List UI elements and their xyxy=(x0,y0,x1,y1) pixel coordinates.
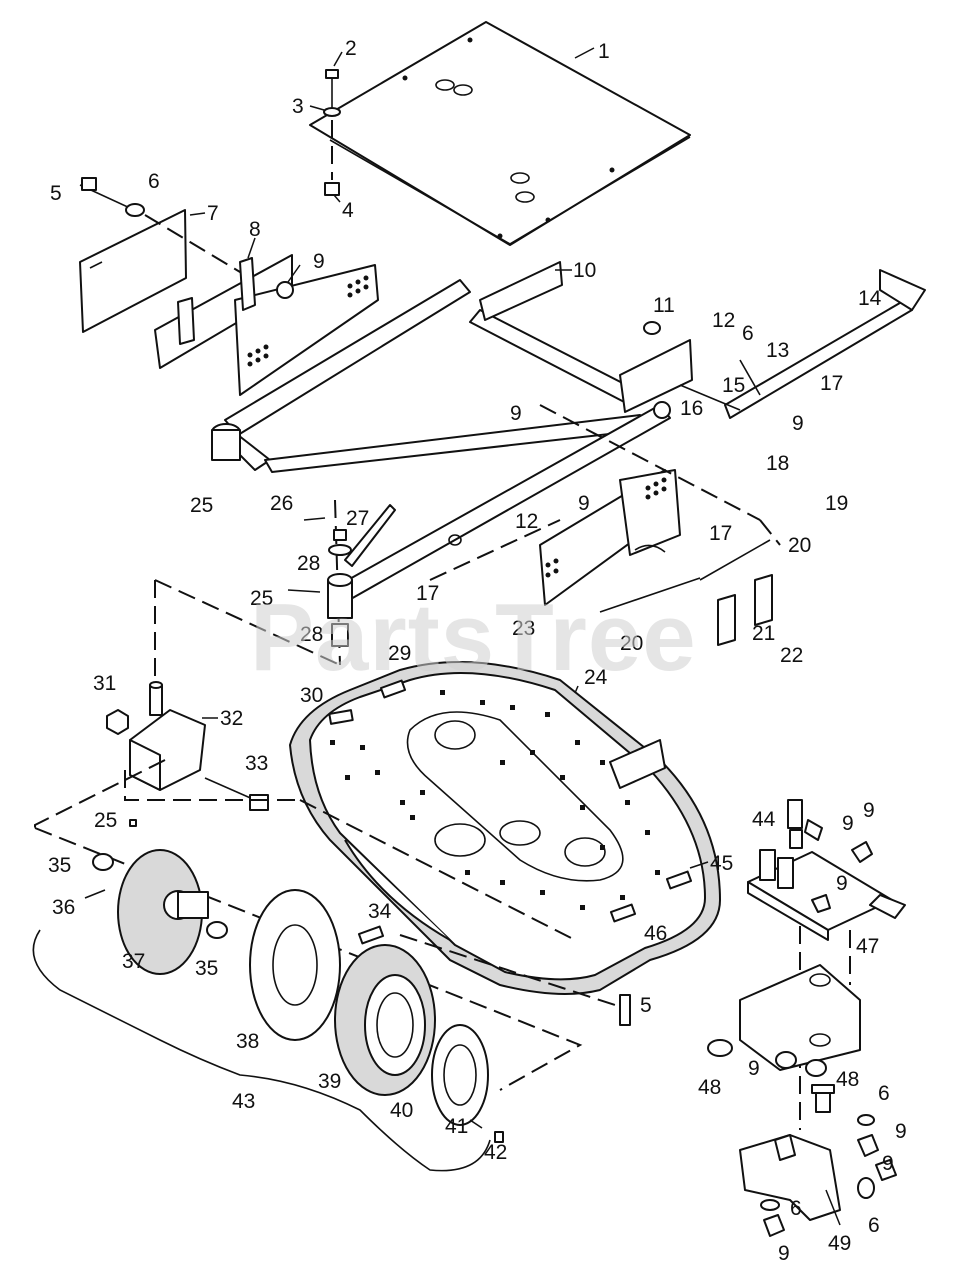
callout-6e: 6 xyxy=(868,1214,880,1237)
callout-23: 23 xyxy=(512,617,535,640)
rear-bracket xyxy=(739,1114,897,1237)
caster-wheel-assembly xyxy=(32,819,504,1172)
callout-9d: 9 xyxy=(578,492,590,515)
callout-47: 47 xyxy=(856,935,879,958)
callout-9b: 9 xyxy=(510,402,522,425)
callout-20: 20 xyxy=(788,534,811,557)
callout-38: 38 xyxy=(236,1030,259,1053)
callout-29: 29 xyxy=(388,642,411,665)
callout-3: 3 xyxy=(292,95,304,118)
callout-28: 28 xyxy=(297,552,320,575)
callout-labels: 1 2 3 4 5 6 7 8 9 10 11 12 6 13 14 15 16… xyxy=(48,37,907,1265)
callout-21: 21 xyxy=(752,622,775,645)
callout-10: 10 xyxy=(573,259,596,282)
mounting-bracket xyxy=(707,964,861,1113)
callout-49: 49 xyxy=(828,1232,851,1255)
front-hitch-bracket xyxy=(747,799,906,941)
deck-bracket xyxy=(154,254,379,396)
bolt-stack xyxy=(323,69,341,196)
callout-44: 44 xyxy=(752,808,776,831)
callout-32: 32 xyxy=(220,707,243,730)
callout-28b: 28 xyxy=(300,623,323,646)
callout-11: 11 xyxy=(653,294,675,317)
callout-9j: 9 xyxy=(882,1152,894,1175)
lift-handle xyxy=(643,269,926,419)
callout-9i: 9 xyxy=(895,1120,907,1143)
callout-33: 33 xyxy=(245,752,268,775)
mower-deck-housing xyxy=(288,661,722,995)
callout-12b: 12 xyxy=(515,510,538,533)
callout-9c: 9 xyxy=(792,412,804,435)
right-deck-bracket xyxy=(539,469,773,646)
callout-14: 14 xyxy=(858,287,882,310)
callout-9k: 9 xyxy=(778,1242,790,1265)
watermark: PartsTree xyxy=(250,584,697,691)
callout-39: 39 xyxy=(318,1070,341,1093)
callout-15: 15 xyxy=(722,374,745,397)
callout-9h: 9 xyxy=(748,1057,760,1080)
callout-18: 18 xyxy=(766,452,789,475)
callout-41: 41 xyxy=(445,1115,468,1138)
callout-48: 48 xyxy=(698,1076,721,1099)
callout-22: 22 xyxy=(780,644,803,667)
callout-26: 26 xyxy=(270,492,293,515)
callout-6: 6 xyxy=(148,170,160,193)
callout-5b: 5 xyxy=(640,994,652,1017)
callout-27: 27 xyxy=(346,507,369,530)
callout-8: 8 xyxy=(249,218,261,241)
callout-9e: 9 xyxy=(842,812,854,835)
callout-6d: 6 xyxy=(790,1197,802,1220)
callout-35b: 35 xyxy=(195,957,218,980)
spindle-hardware xyxy=(287,517,353,647)
callout-42: 42 xyxy=(484,1141,507,1164)
callout-4: 4 xyxy=(342,199,354,222)
callout-24: 24 xyxy=(584,666,608,689)
callout-7: 7 xyxy=(207,202,219,225)
callout-36: 36 xyxy=(52,896,75,919)
callout-9f: 9 xyxy=(863,799,875,822)
callout-2: 2 xyxy=(345,37,357,60)
callout-31: 31 xyxy=(93,672,116,695)
callout-6c: 6 xyxy=(878,1082,890,1105)
callout-17: 17 xyxy=(820,372,843,395)
callout-20b: 20 xyxy=(620,632,643,655)
caster-arm xyxy=(106,681,269,811)
callout-35: 35 xyxy=(48,854,71,877)
callout-13: 13 xyxy=(766,339,789,362)
callout-45: 45 xyxy=(710,852,733,875)
callout-1: 1 xyxy=(598,40,610,63)
callout-17b: 17 xyxy=(709,522,732,545)
callout-43: 43 xyxy=(232,1090,255,1113)
callout-40: 40 xyxy=(390,1099,413,1122)
callout-19: 19 xyxy=(825,492,848,515)
callout-9g: 9 xyxy=(836,872,848,895)
callout-17c: 17 xyxy=(416,582,439,605)
callout-48b: 48 xyxy=(836,1068,859,1091)
callout-25b: 25 xyxy=(250,587,273,610)
callout-16: 16 xyxy=(680,397,703,420)
callout-25c: 25 xyxy=(94,809,117,832)
callout-12: 12 xyxy=(712,309,735,332)
callout-37: 37 xyxy=(122,950,145,973)
callout-46: 46 xyxy=(644,922,667,945)
main-frame xyxy=(211,261,693,605)
callout-5: 5 xyxy=(50,182,62,205)
top-cover-plate xyxy=(309,21,691,246)
callout-30: 30 xyxy=(300,684,323,707)
callout-6b: 6 xyxy=(742,322,754,345)
callout-25: 25 xyxy=(190,494,213,517)
callout-9: 9 xyxy=(313,250,325,273)
callout-34: 34 xyxy=(368,900,392,923)
